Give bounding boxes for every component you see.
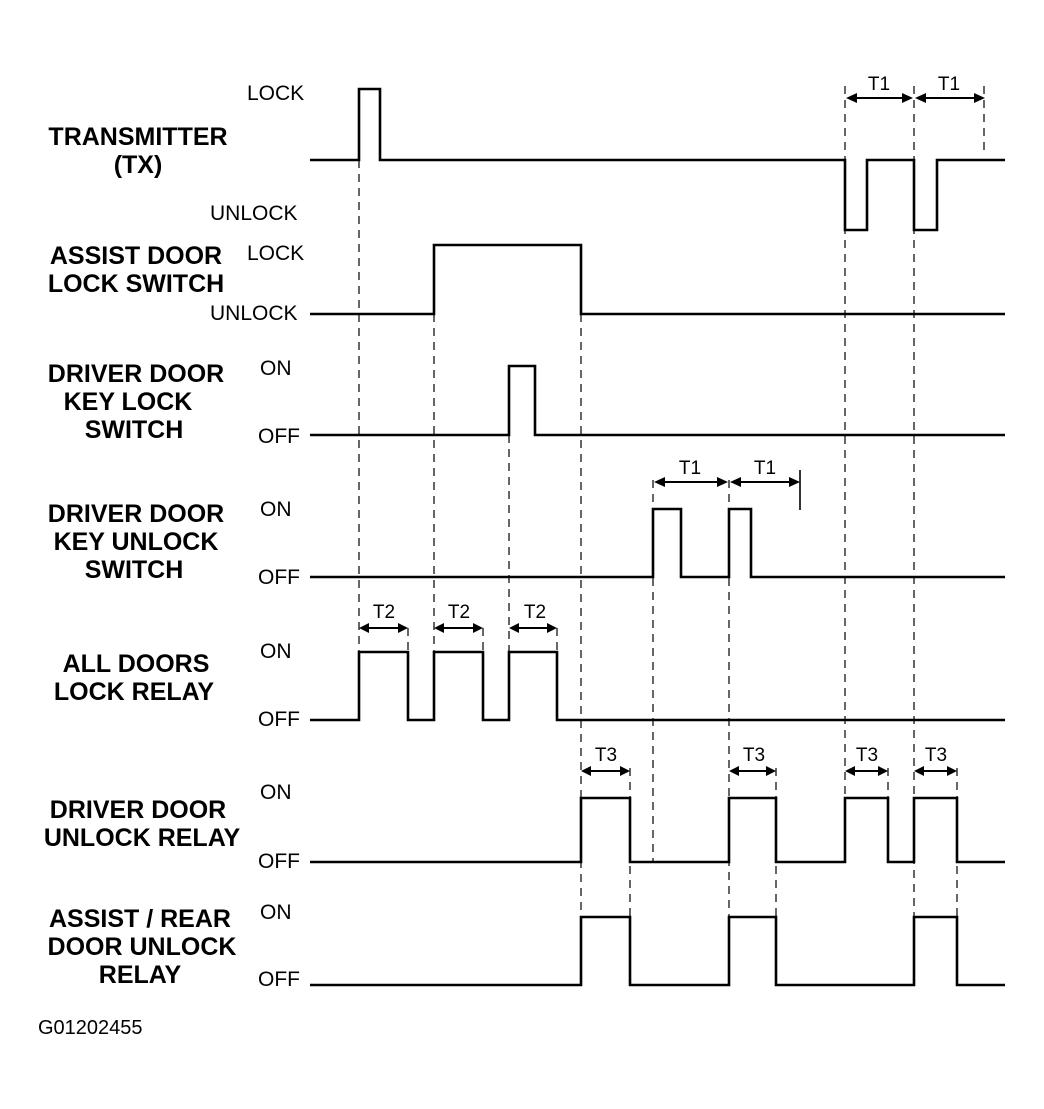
arrowhead [717, 477, 728, 487]
state-label-low: OFF [258, 708, 300, 731]
time-markers [358, 86, 985, 985]
arrowhead [974, 93, 985, 103]
arrowhead [434, 623, 444, 633]
signal-name-line: DRIVER DOOR [48, 500, 224, 528]
waveform-transmitter [310, 87, 1005, 232]
state-label-high: ON [260, 901, 292, 924]
arrowhead [789, 477, 800, 487]
t1-label: T1 [679, 458, 701, 479]
waveform-all-doors-lock-relay [310, 650, 1005, 722]
state-label-high: ON [260, 640, 292, 663]
arrowhead [902, 93, 913, 103]
signal-label-all-doors-lock-relay: ALL DOORS LOCK RELAY [54, 650, 215, 706]
t3-label: T3 [925, 745, 947, 766]
arrowhead [915, 93, 926, 103]
signal-name-line: (TX) [114, 151, 163, 179]
arrowhead [654, 477, 665, 487]
signal-name-line: TRANSMITTER [48, 123, 227, 151]
signal-label-transmitter: TRANSMITTER (TX) [48, 123, 227, 179]
state-label-high: ON [260, 781, 292, 804]
waveform-driver-door-key-unlock-switch [310, 507, 1005, 579]
signal-name-line: UNLOCK RELAY [44, 824, 241, 852]
signal-name-line: SWITCH [85, 416, 184, 444]
waveforms [310, 87, 1005, 987]
signal-name-line: KEY LOCK [64, 388, 193, 416]
arrowhead [359, 623, 369, 633]
state-label-high: ON [260, 498, 292, 521]
waveform-driver-door-key-lock-switch [310, 364, 1005, 437]
t3-label: T3 [595, 745, 617, 766]
t1-label: T1 [938, 74, 960, 95]
state-label-low: OFF [258, 425, 300, 448]
signal-name-line: ASSIST DOOR [50, 242, 222, 270]
arrowhead [914, 766, 924, 776]
t1-label: T1 [868, 74, 890, 95]
arrowhead [509, 623, 519, 633]
figure-id: G01202455 [38, 1017, 143, 1039]
arrowhead [398, 623, 408, 633]
t3-label: T3 [743, 745, 765, 766]
signal-label-driver-door-key-unlock-switch: DRIVER DOOR KEY UNLOCK SWITCH [48, 500, 224, 584]
arrowhead [620, 766, 630, 776]
t2-label: T2 [448, 602, 470, 623]
signal-label-assist-rear-door-unlock-relay: ASSIST / REAR DOOR UNLOCK RELAY [48, 905, 237, 989]
signal-name-line: SWITCH [85, 556, 184, 584]
arrowhead [878, 766, 888, 776]
signal-name-line: ASSIST / REAR [49, 905, 231, 933]
waveform-driver-door-unlock-relay [310, 796, 1005, 864]
signal-name-line: DRIVER DOOR [48, 360, 224, 388]
state-label-low: OFF [258, 566, 300, 589]
timing-annotations: T1 T1 T1 T1 T2 T2 T2 T3 [359, 74, 985, 776]
arrowhead [766, 766, 776, 776]
state-label-high: ON [260, 357, 292, 380]
t2-label: T2 [524, 602, 546, 623]
signal-name-line: ALL DOORS [63, 650, 210, 678]
signal-name-line: LOCK RELAY [54, 678, 215, 706]
arrowhead [730, 477, 741, 487]
arrowhead [547, 623, 557, 633]
signal-name-line: DOOR UNLOCK [48, 933, 237, 961]
signal-label-assist-door-lock-switch: ASSIST DOOR LOCK SWITCH [48, 242, 224, 298]
arrowhead [473, 623, 483, 633]
arrowhead [846, 93, 857, 103]
state-label-low: OFF [258, 968, 300, 991]
waveform-assist-rear-door-unlock-relay [310, 915, 1005, 987]
t1-label: T1 [754, 458, 776, 479]
signal-name-line: LOCK SWITCH [48, 270, 224, 298]
arrowhead [729, 766, 739, 776]
arrowhead [581, 766, 591, 776]
signal-name-line: RELAY [99, 961, 182, 989]
signal-label-driver-door-key-lock-switch: DRIVER DOOR KEY LOCK SWITCH [48, 360, 224, 444]
signal-label-driver-door-unlock-relay: DRIVER DOOR UNLOCK RELAY [44, 796, 241, 852]
signal-name-line: DRIVER DOOR [50, 796, 226, 824]
arrowhead [947, 766, 957, 776]
state-label-high: LOCK [247, 242, 304, 265]
state-label-low: OFF [258, 850, 300, 873]
state-label-high: LOCK [247, 82, 304, 105]
t2-label: T2 [373, 602, 395, 623]
state-label-low: UNLOCK [210, 202, 298, 225]
state-label-low: UNLOCK [210, 302, 298, 325]
t3-label: T3 [856, 745, 878, 766]
waveform-assist-door-lock-switch [310, 243, 1005, 316]
arrowhead [845, 766, 855, 776]
signal-name-line: KEY UNLOCK [54, 528, 219, 556]
